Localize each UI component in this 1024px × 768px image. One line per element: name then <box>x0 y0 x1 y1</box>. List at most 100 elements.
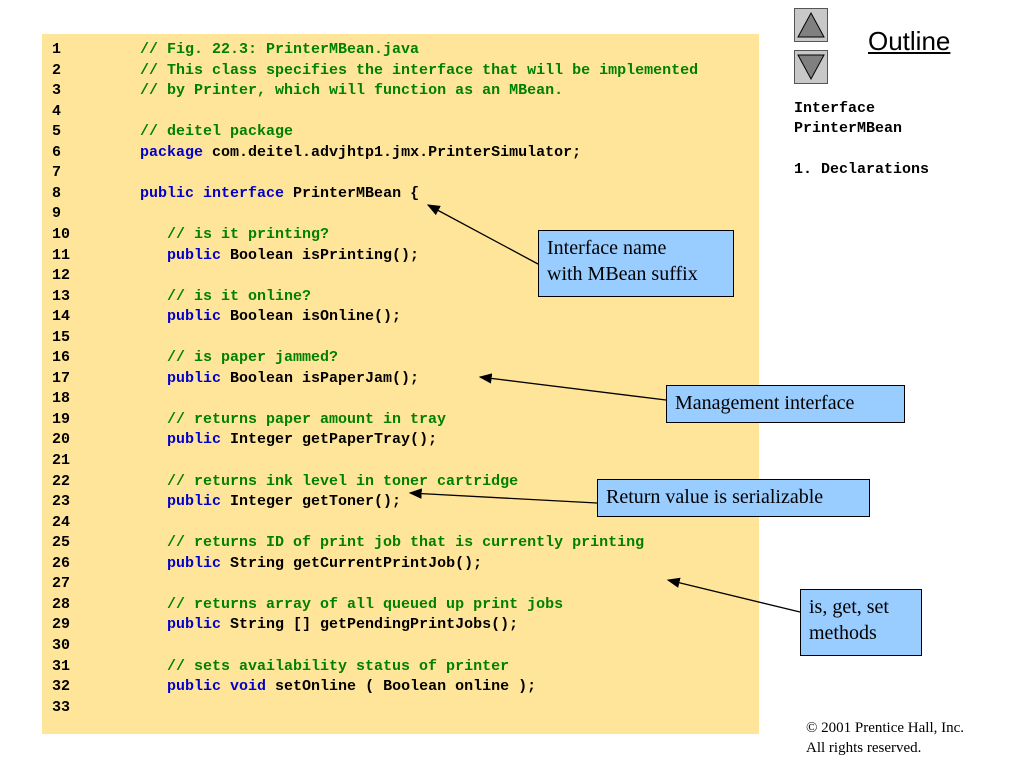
code-text: // sets availability status of printer <box>104 657 509 677</box>
copyright-line1: © 2001 Prentice Hall, Inc. <box>806 720 965 736</box>
code-text: public Boolean isPrinting(); <box>104 246 419 266</box>
next-slide-button[interactable] <box>794 50 828 84</box>
code-text: // deitel package <box>104 122 293 142</box>
line-number: 26 <box>52 554 71 572</box>
code-segment: setOnline ( Boolean online ); <box>266 678 537 696</box>
callout-interface-name: Interface name with MBean suffix <box>538 230 734 297</box>
line-number: 21 <box>52 452 71 469</box>
callout-interface-name-line1: Interface name <box>547 237 667 259</box>
code-comment: // Fig. 22.3: PrinterMBean.java <box>140 41 420 58</box>
line-number: 2 <box>52 61 62 79</box>
line-number: 30 <box>52 636 71 654</box>
line-number: 12 <box>52 267 71 285</box>
code-comment: // returns paper amount in tray <box>167 410 447 428</box>
code-keyword: public <box>167 493 222 511</box>
code-comment: // returns array of all queued up print … <box>167 595 564 613</box>
line-number: 7 <box>52 164 62 182</box>
outline-item-declarations: 1. Declarations <box>794 161 930 178</box>
code-text: public interface PrinterMBean { <box>104 184 419 204</box>
code-text: public Integer getPaperTray(); <box>104 430 437 450</box>
code-text: // returns ID of print job that is curre… <box>104 533 644 553</box>
line-number: 23 <box>52 493 71 511</box>
line-number: 18 <box>52 390 71 408</box>
outline-item-printermbean: PrinterMBean <box>794 120 903 137</box>
code-text: public Boolean isOnline(); <box>104 307 401 327</box>
triangle-up-icon <box>797 11 825 38</box>
arrow-management <box>478 373 667 401</box>
code-text: // is it printing? <box>104 225 329 245</box>
code-segment: Boolean isPrinting(); <box>221 246 420 264</box>
copyright-notice: © 2001 Prentice Hall, Inc. All rights re… <box>806 718 964 758</box>
callout-interface-name-line2: with MBean suffix <box>547 263 698 285</box>
code-text: public Integer getToner(); <box>104 492 401 512</box>
arrow-methods <box>666 577 801 613</box>
triangle-down-icon <box>797 54 825 81</box>
code-text: // returns ink level in toner cartridge <box>104 472 518 492</box>
code-keyword: public <box>167 616 222 634</box>
code-keyword: public interface <box>140 184 285 202</box>
code-listing: 1 // Fig. 22.3: PrinterMBean.java 2 // Th… <box>42 34 759 734</box>
line-number: 17 <box>52 369 71 387</box>
line-number: 31 <box>52 657 71 675</box>
outline-item-interface: Interface <box>794 100 876 117</box>
code-keyword: public <box>167 554 222 572</box>
line-number: 14 <box>52 308 71 326</box>
line-number: 24 <box>52 513 71 531</box>
line-number: 15 <box>52 328 71 346</box>
code-text: public String getCurrentPrintJob(); <box>104 554 482 574</box>
line-number: 1 <box>52 41 62 58</box>
line-number: 13 <box>52 287 71 305</box>
code-text: // by Printer, which will function as an… <box>104 81 563 101</box>
line-number: 3 <box>52 82 62 100</box>
code-comment: // This class specifies the interface th… <box>140 61 699 79</box>
code-comment: // by Printer, which will function as an… <box>140 82 564 100</box>
line-number: 29 <box>52 616 71 634</box>
code-text: public String [] getPendingPrintJobs(); <box>104 615 518 635</box>
code-text: // returns array of all queued up print … <box>104 595 563 615</box>
code-segment: Integer getPaperTray(); <box>221 431 438 449</box>
outline-link[interactable]: Outline <box>868 26 951 56</box>
line-number: 16 <box>52 349 71 367</box>
code-keyword: public <box>167 369 222 387</box>
line-number: 33 <box>52 698 71 716</box>
code-segment: String getCurrentPrintJob(); <box>221 554 483 572</box>
code-keyword: package <box>140 143 204 161</box>
line-number: 25 <box>52 534 71 552</box>
code-comment: // returns ink level in toner cartridge <box>167 472 519 490</box>
line-number: 27 <box>52 575 71 593</box>
code-keyword: public <box>167 246 222 264</box>
callout-methods-line2: methods <box>809 622 877 644</box>
code-keyword: public <box>167 431 222 449</box>
callout-return-value-text: Return value is serializable <box>606 486 824 508</box>
code-comment: // is paper jammed? <box>167 349 339 367</box>
code-comment: // deitel package <box>140 123 294 141</box>
code-segment: Boolean isOnline(); <box>221 308 402 326</box>
code-keyword: public void <box>167 678 267 696</box>
line-number: 9 <box>52 205 62 223</box>
code-text: // Fig. 22.3: PrinterMBean.java <box>104 40 419 60</box>
line-number: 19 <box>52 410 71 428</box>
code-text: public void setOnline ( Boolean online )… <box>104 677 536 697</box>
code-text: // is it online? <box>104 287 311 307</box>
callout-methods-line1: is, get, set <box>809 596 889 618</box>
line-number: 20 <box>52 431 71 449</box>
code-segment: com.deitel.advjhtp1.jmx.PrinterSimulator… <box>203 143 582 161</box>
line-number: 10 <box>52 225 71 243</box>
code-comment: // sets availability status of printer <box>167 657 510 675</box>
line-number: 28 <box>52 595 71 613</box>
callout-return-value: Return value is serializable <box>597 479 870 517</box>
code-text: // This class specifies the interface th… <box>104 61 698 81</box>
arrow-interface-name <box>426 204 539 265</box>
code-text: package com.deitel.advjhtp1.jmx.PrinterS… <box>104 143 581 163</box>
code-comment: // is it printing? <box>167 225 330 243</box>
arrow-return-value <box>408 488 598 504</box>
line-number: 5 <box>52 123 62 141</box>
code-text: public Boolean isPaperJam(); <box>104 369 419 389</box>
code-keyword: public <box>167 308 222 326</box>
callout-management-text: Management interface <box>675 392 855 414</box>
code-comment: // returns ID of print job that is curre… <box>167 534 645 552</box>
previous-slide-button[interactable] <box>794 8 828 42</box>
code-segment: Boolean isPaperJam(); <box>221 369 420 387</box>
line-number: 11 <box>52 246 71 264</box>
